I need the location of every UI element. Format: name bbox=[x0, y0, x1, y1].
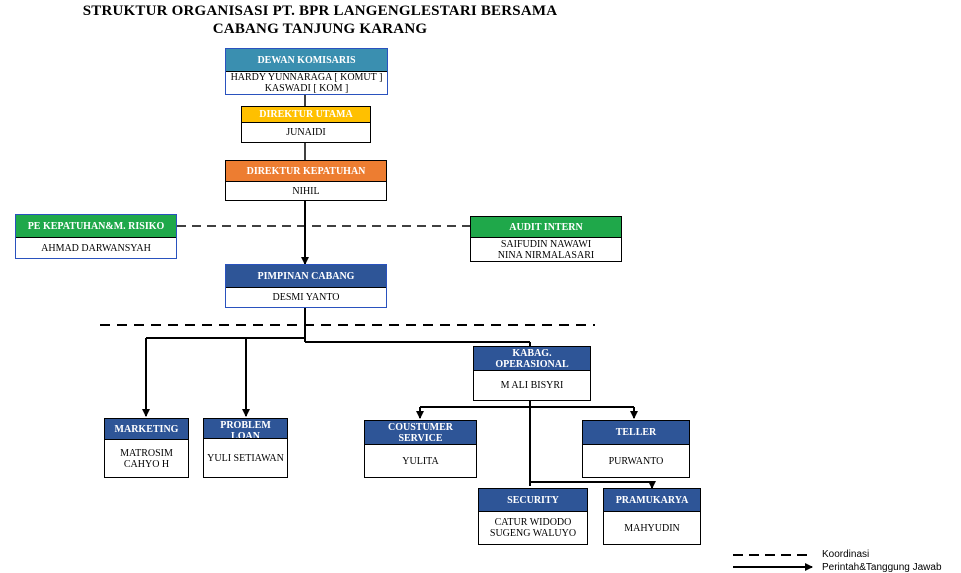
box-customer-service: COUSTUMER SERVICE YULITA bbox=[364, 420, 477, 478]
name-dewan-komisaris-1: HARDY YUNNARAGA [ KOMUT ] bbox=[230, 72, 383, 83]
name-direktur-utama: JUNAIDI bbox=[286, 127, 326, 138]
box-kabag-operasional: KABAG. OPERASIONAL M ALI BISYRI bbox=[473, 346, 591, 401]
header-customer-service: COUSTUMER SERVICE bbox=[365, 421, 476, 445]
name-teller: PURWANTO bbox=[608, 455, 664, 467]
legend-dashed-label: Koordinasi bbox=[822, 549, 870, 560]
box-marketing: MARKETING MATROSIM CAHYO H bbox=[104, 418, 189, 478]
header-direktur-utama: DIREKTUR UTAMA bbox=[242, 107, 370, 123]
box-pramukarya: PRAMUKARYA MAHYUDIN bbox=[603, 488, 701, 545]
header-audit-intern: AUDIT INTERN bbox=[471, 217, 621, 238]
name-security-1: CATUR WIDODO bbox=[494, 517, 572, 528]
chart-title-line1: STRUKTUR ORGANISASI PT. BPR LANGENGLESTA… bbox=[82, 3, 558, 19]
box-direktur-utama: DIREKTUR UTAMA JUNAIDI bbox=[241, 106, 371, 143]
name-pe-kepatuhan: AHMAD DARWANSYAH bbox=[41, 242, 151, 254]
header-pe-kepatuhan: PE KEPATUHAN&M. RISIKO bbox=[16, 215, 176, 238]
box-pe-kepatuhan: PE KEPATUHAN&M. RISIKO AHMAD DARWANSYAH bbox=[15, 214, 177, 259]
name-customer-service: YULITA bbox=[402, 455, 439, 467]
box-security: SECURITY CATUR WIDODO SUGENG WALUYO bbox=[478, 488, 588, 545]
box-dewan-komisaris: DEWAN KOMISARIS HARDY YUNNARAGA [ KOMUT … bbox=[225, 48, 388, 95]
name-audit-intern-2: NINA NIRMALASARI bbox=[497, 249, 595, 261]
header-pramukarya: PRAMUKARYA bbox=[604, 489, 700, 512]
header-direktur-kepatuhan: DIREKTUR KEPATUHAN bbox=[226, 161, 386, 182]
name-pramukarya: MAHYUDIN bbox=[624, 522, 680, 534]
legend-solid-label: Perintah&Tanggung Jawab bbox=[822, 562, 942, 573]
name-kabag-operasional: M ALI BISYRI bbox=[500, 380, 564, 391]
box-audit-intern: AUDIT INTERN SAIFUDIN NAWAWI NINA NIRMAL… bbox=[470, 216, 622, 262]
name-pimpinan-cabang: DESMI YANTO bbox=[272, 292, 340, 303]
header-dewan-komisaris: DEWAN KOMISARIS bbox=[226, 49, 387, 72]
box-problem-loan: PROBLEM LOAN YULI SETIAWAN bbox=[203, 418, 288, 478]
name-dewan-komisaris-2: KASWADI [ KOM ] bbox=[264, 83, 349, 94]
header-kabag-operasional: KABAG. OPERASIONAL bbox=[474, 347, 590, 371]
chart-title-line2: CABANG TANJUNG KARANG bbox=[212, 21, 428, 37]
name-marketing-1: MATROSIM bbox=[120, 447, 173, 459]
header-pimpinan-cabang: PIMPINAN CABANG bbox=[226, 265, 386, 288]
box-pimpinan-cabang: PIMPINAN CABANG DESMI YANTO bbox=[225, 264, 387, 308]
header-marketing: MARKETING bbox=[105, 419, 188, 440]
header-security: SECURITY bbox=[479, 489, 587, 512]
name-problem-loan: YULI SETIAWAN bbox=[207, 452, 284, 464]
header-problem-loan: PROBLEM LOAN bbox=[204, 419, 287, 439]
box-direktur-kepatuhan: DIREKTUR KEPATUHAN NIHIL bbox=[225, 160, 387, 201]
name-audit-intern-1: SAIFUDIN NAWAWI bbox=[500, 238, 592, 250]
header-teller: TELLER bbox=[583, 421, 689, 445]
name-marketing-2: CAHYO H bbox=[123, 458, 170, 470]
box-teller: TELLER PURWANTO bbox=[582, 420, 690, 478]
name-direktur-kepatuhan: NIHIL bbox=[292, 185, 320, 197]
name-security-2: SUGENG WALUYO bbox=[489, 528, 577, 539]
